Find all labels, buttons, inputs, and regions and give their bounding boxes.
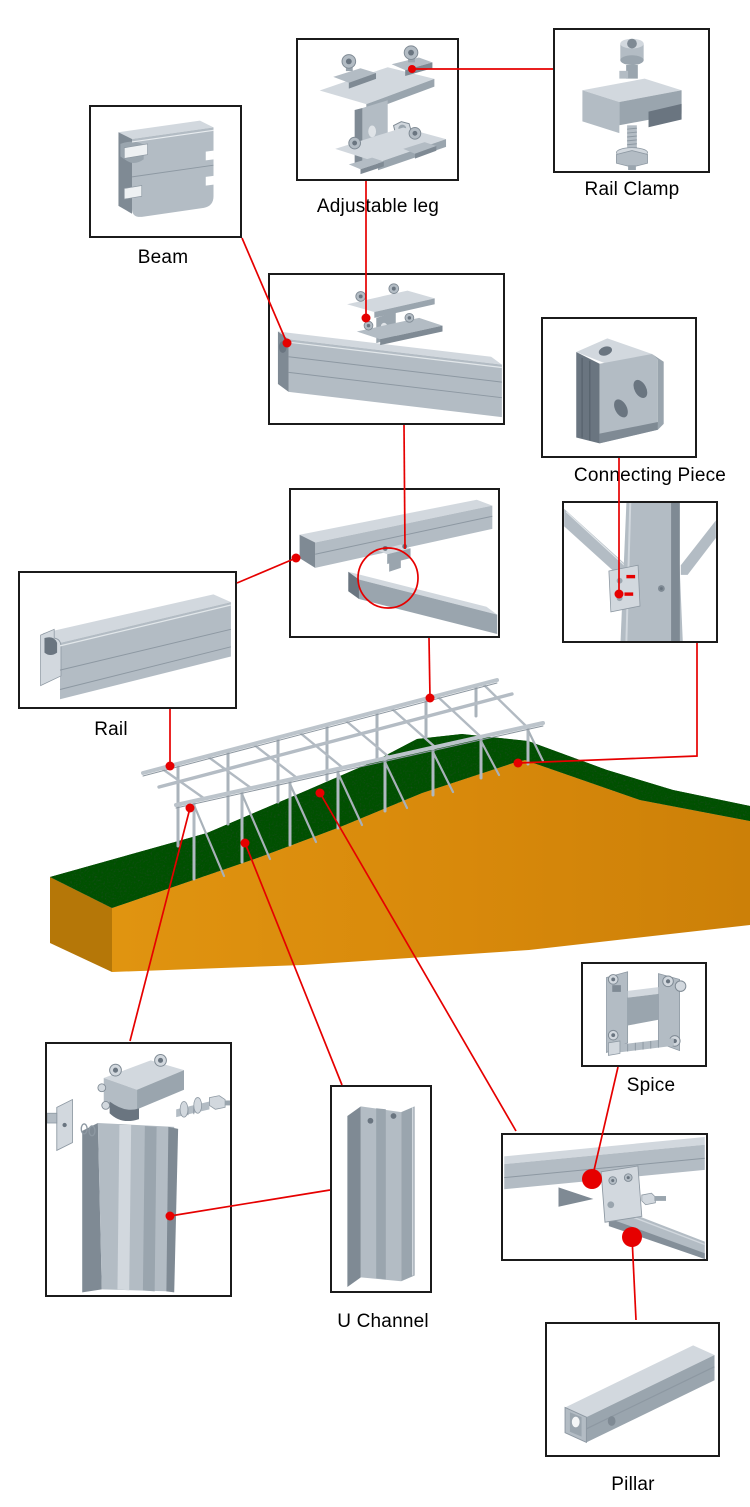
pillar-illustration xyxy=(564,1345,715,1444)
leg-on-beam-callout-box xyxy=(268,273,505,425)
beam-callout-box xyxy=(89,105,242,238)
beam-pillar-junction-callout-box xyxy=(501,1133,708,1261)
rail-callout-box xyxy=(18,571,237,709)
connecting-piece-callout-box xyxy=(541,317,697,458)
beam-label: Beam xyxy=(137,247,189,268)
beam-illustration xyxy=(118,120,214,217)
rail-label: Rail xyxy=(94,719,128,740)
rail-beam-junction-callout-box xyxy=(289,488,500,638)
rail-clamp-illustration xyxy=(582,38,682,171)
connecting-piece-illustration xyxy=(576,338,664,444)
connecting-piece-label: Connecting Piece xyxy=(573,465,727,486)
spice-illustration xyxy=(606,971,687,1056)
front-leg-assembly-illustration xyxy=(47,1054,230,1293)
pillar-label: Pillar xyxy=(611,1474,655,1495)
u-channel-illustration xyxy=(347,1106,415,1287)
pillar-callout-box xyxy=(545,1322,720,1457)
rail-clamp-label: Rail Clamp xyxy=(584,179,680,200)
leg-on-beam-illustration xyxy=(277,283,502,418)
spice-callout-box xyxy=(581,962,707,1067)
connecting-piece-installed-callout-box xyxy=(562,501,718,643)
spice-label: Spice xyxy=(626,1075,676,1096)
rail-beam-junction-illustration xyxy=(299,499,498,635)
beam-pillar-junction-illustration xyxy=(504,1136,706,1259)
u-channel-callout-box xyxy=(330,1085,432,1293)
adjustable-leg-label: Adjustable leg xyxy=(316,196,440,217)
mounting-structure-illustration xyxy=(141,678,545,881)
rail-illustration xyxy=(40,594,232,700)
terrain-illustration xyxy=(50,734,750,972)
u-channel-label: U Channel xyxy=(337,1311,429,1332)
front-leg-assembly-callout-box xyxy=(45,1042,232,1297)
adjustable-leg-illustration xyxy=(319,45,447,175)
adjustable-leg-callout-box xyxy=(296,38,459,181)
rail-clamp-callout-box xyxy=(553,28,710,173)
connecting-piece-installed-illustration xyxy=(564,503,716,641)
